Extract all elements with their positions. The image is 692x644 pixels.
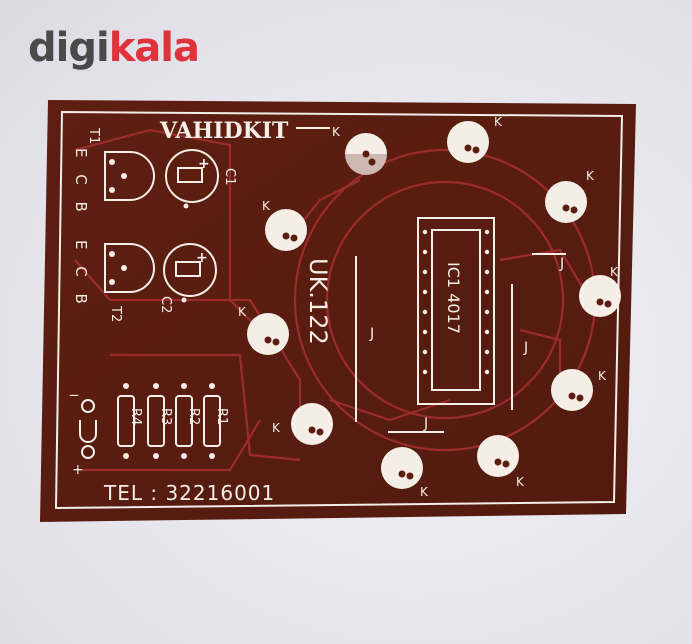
power-pos-label: + xyxy=(72,462,84,478)
resistor-r1: R1 xyxy=(203,383,229,459)
led-7: K xyxy=(381,447,429,499)
c2-plus: + xyxy=(196,250,208,266)
transistor-t1: T1 E C B xyxy=(72,127,155,218)
led-k-3: K xyxy=(586,169,595,183)
r2-label: R2 xyxy=(186,408,201,425)
r4-label: R4 xyxy=(128,408,143,425)
power-connector: _ + xyxy=(69,377,97,478)
capacitor-c1: + C1 xyxy=(165,149,237,209)
t1-label: T1 xyxy=(86,127,101,144)
led-8: K xyxy=(272,403,333,445)
led-10: K xyxy=(262,199,307,251)
led-9: K xyxy=(238,305,289,355)
led-2: K xyxy=(447,115,503,163)
led-k-5: K xyxy=(598,369,607,383)
ic-4017: IC1 4017 xyxy=(417,217,495,405)
led-1: K xyxy=(332,125,387,175)
r1-label: R1 xyxy=(214,408,229,425)
led-5: K xyxy=(551,369,607,411)
led-3: K xyxy=(545,169,595,223)
brand-logo: digikala xyxy=(28,25,200,71)
resistor-r2: R2 xyxy=(175,383,201,459)
led-k-8: K xyxy=(272,421,281,435)
resistor-r3: R3 xyxy=(147,383,173,459)
resistor-r4: R4 xyxy=(117,383,143,459)
led-6: K xyxy=(477,435,525,489)
resistors: R4 R3 R2 R1 xyxy=(117,383,229,459)
jumper-label-2: J xyxy=(523,340,528,356)
led-k-4: K xyxy=(610,265,619,279)
board-title: VAHIDKIT xyxy=(159,118,289,144)
led-k-10: K xyxy=(262,199,271,213)
brand-logo-part2: kala xyxy=(108,25,200,71)
led-k-2: K xyxy=(494,115,503,129)
led-4: K xyxy=(579,265,621,317)
led-k-7: K xyxy=(420,485,429,499)
board-phone: TEL : 32216001 xyxy=(103,481,275,505)
t2-label: T2 xyxy=(108,305,123,322)
c1-plus: + xyxy=(198,156,210,172)
c1-label: C1 xyxy=(222,168,237,185)
jumper-label-1: J xyxy=(369,326,374,342)
board-substrate xyxy=(40,100,636,522)
jumpers: J J J J xyxy=(355,253,566,433)
r3-label: R3 xyxy=(158,408,173,425)
power-neg-label: _ xyxy=(69,377,79,397)
board-outline xyxy=(54,110,624,510)
led-k-6: K xyxy=(516,475,525,489)
board-model: UK.122 xyxy=(304,258,332,345)
led-k-1: K xyxy=(332,125,341,139)
t1-pins: E C B xyxy=(72,148,90,218)
capacitor-c2: + C2 xyxy=(158,243,217,313)
t2-pins: E C B xyxy=(72,240,90,310)
transistor-t2: E C B T2 xyxy=(72,240,155,322)
led-ring: K K K K K K K K K K xyxy=(238,115,621,499)
copper-traces xyxy=(74,128,597,472)
c2-label: C2 xyxy=(158,296,173,313)
jumper-label-4: J xyxy=(423,416,428,432)
led-k-9: K xyxy=(238,305,247,319)
jumper-label-3: J xyxy=(559,256,564,272)
brand-logo-part1: digi xyxy=(28,25,110,71)
ic-label: IC1 4017 xyxy=(444,262,463,334)
